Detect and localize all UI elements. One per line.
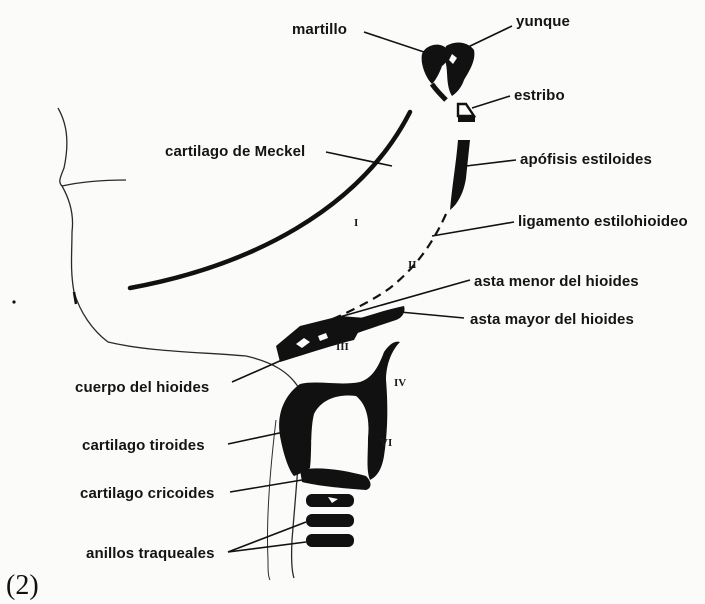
- arch-label-2: II: [408, 259, 417, 271]
- leader-estiloides: [466, 160, 516, 166]
- estribo-base: [458, 116, 475, 122]
- label-anillos: anillos traqueales: [86, 545, 215, 562]
- leader-cuerpo: [232, 360, 282, 382]
- figure-number: (2): [6, 570, 39, 601]
- label-ligamento: ligamento estilohioideo: [518, 213, 688, 230]
- chin-dot: [12, 300, 15, 303]
- tracheal-ring-1: [306, 494, 354, 507]
- leader-yunque: [466, 26, 512, 48]
- label-yunque: yunque: [516, 13, 570, 30]
- label-meckel: cartilago de Meckel: [165, 143, 305, 160]
- incus-process: [432, 84, 446, 100]
- thyroid-cartilage: [279, 342, 400, 480]
- label-estribo: estribo: [514, 87, 565, 104]
- label-tiroides: cartilago tiroides: [82, 437, 205, 454]
- tracheal-ring-3: [306, 534, 354, 547]
- styloid-process: [450, 140, 470, 210]
- label-asta-mayor: asta mayor del hioides: [470, 311, 634, 328]
- arch-label-4: IV: [394, 377, 406, 389]
- leader-ligamento: [432, 222, 514, 236]
- leader-cricoides: [230, 480, 302, 492]
- label-asta-menor: asta menor del hioides: [474, 273, 639, 290]
- thyroid-inner-mark: [312, 440, 314, 446]
- leader-estribo: [472, 96, 510, 108]
- arch-label-1: I: [354, 217, 358, 229]
- tracheal-ring-2: [306, 514, 354, 527]
- label-estiloides: apófisis estiloides: [520, 151, 652, 168]
- label-cuerpo: cuerpo del hioides: [75, 379, 209, 396]
- arch-label-6: VI: [380, 437, 392, 449]
- cricoid-cartilage: [300, 468, 371, 490]
- arch-label-3: III: [336, 341, 349, 353]
- stylohyoid-ligament: [316, 214, 446, 326]
- martillo-shape: [422, 45, 448, 84]
- label-cricoides: cartilago cricoides: [80, 485, 214, 502]
- ear-mark: [74, 292, 76, 304]
- neck-front-outline: [267, 420, 276, 580]
- leader-martillo: [364, 32, 424, 52]
- leader-tiroides: [228, 432, 284, 444]
- face-profile-outline: [58, 108, 300, 578]
- leader-asta-mayor: [400, 312, 464, 318]
- meckel-cartilage: [130, 112, 410, 288]
- estribo-shape: [458, 104, 474, 116]
- label-martillo: martillo: [292, 21, 347, 38]
- yunque-shape: [445, 43, 475, 96]
